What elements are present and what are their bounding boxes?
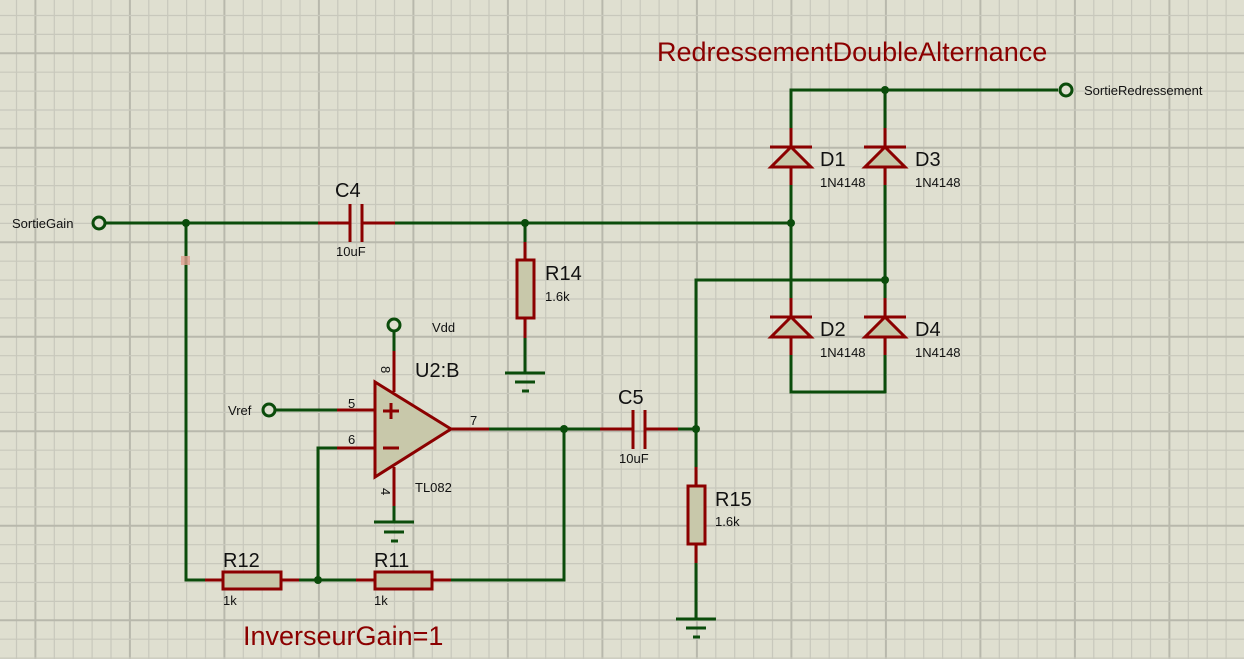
pin-number: 7	[470, 413, 477, 428]
component-ref: R15	[715, 489, 752, 511]
component-value: 1N4148	[915, 175, 961, 190]
component-ref: D1	[820, 149, 846, 171]
component-ref: D2	[820, 319, 846, 341]
component-ref: C4	[335, 180, 361, 202]
terminal-label: Vdd	[432, 320, 455, 335]
section-title-rectifier: RedressementDoubleAlternance	[657, 37, 1047, 67]
capacitor-c4[interactable]: C4 10uF	[318, 180, 395, 259]
diode-d1[interactable]: D1 1N4148	[767, 128, 866, 190]
junctions	[182, 86, 889, 584]
resistor-r14[interactable]: R14 1.6k	[515, 242, 582, 338]
diode-d4[interactable]: D4 1N4148	[861, 298, 961, 360]
resistor-r15[interactable]: R15 1.6k	[686, 467, 752, 563]
pin-number: 8	[378, 366, 393, 373]
terminal-sortie-gain[interactable]: SortieGain	[12, 215, 107, 231]
pin-number: 6	[348, 432, 355, 447]
component-value: 1k	[223, 593, 237, 608]
component-ref: D4	[915, 319, 941, 341]
component-value: 10uF	[336, 244, 366, 259]
capacitor-c5[interactable]: C5 10uF	[600, 387, 678, 466]
component-ref: D3	[915, 149, 941, 171]
terminal-label: SortieRedressement	[1084, 83, 1203, 98]
terminal-vref[interactable]: Vref	[228, 402, 277, 418]
component-value: 1k	[374, 593, 388, 608]
resistor-r11[interactable]: R11 1k	[356, 550, 451, 608]
diode-d2[interactable]: D2 1N4148	[767, 298, 866, 360]
component-value: 1.6k	[545, 289, 570, 304]
ground-icon	[676, 617, 716, 639]
component-value: TL082	[415, 480, 452, 495]
component-value: 1.6k	[715, 514, 740, 529]
marker	[181, 256, 190, 265]
pin-number: 5	[348, 396, 355, 411]
opamp-u2b[interactable]: 5 6 7 8 4 U2:B TL082	[337, 351, 489, 506]
terminal-label: SortieGain	[12, 216, 73, 231]
component-ref: R14	[545, 263, 582, 285]
component-value: 1N4148	[820, 345, 866, 360]
pin-number: 4	[378, 488, 393, 495]
component-ref: C5	[618, 387, 644, 409]
diode-d3[interactable]: D3 1N4148	[861, 128, 961, 190]
component-value: 1N4148	[820, 175, 866, 190]
ground-icon	[505, 371, 545, 393]
ground-icon	[374, 520, 414, 543]
component-ref: R12	[223, 550, 260, 572]
component-value: 10uF	[619, 451, 649, 466]
component-value: 1N4148	[915, 345, 961, 360]
component-ref: U2:B	[415, 360, 459, 382]
terminal-vdd[interactable]: Vdd	[386, 317, 455, 335]
section-title-inverter: InverseurGain=1	[243, 621, 443, 651]
component-ref: R11	[374, 550, 409, 572]
resistor-r12[interactable]: R12 1k	[205, 550, 299, 608]
terminal-sortie-redressement[interactable]: SortieRedressement	[1058, 82, 1203, 98]
terminal-label: Vref	[228, 403, 252, 418]
